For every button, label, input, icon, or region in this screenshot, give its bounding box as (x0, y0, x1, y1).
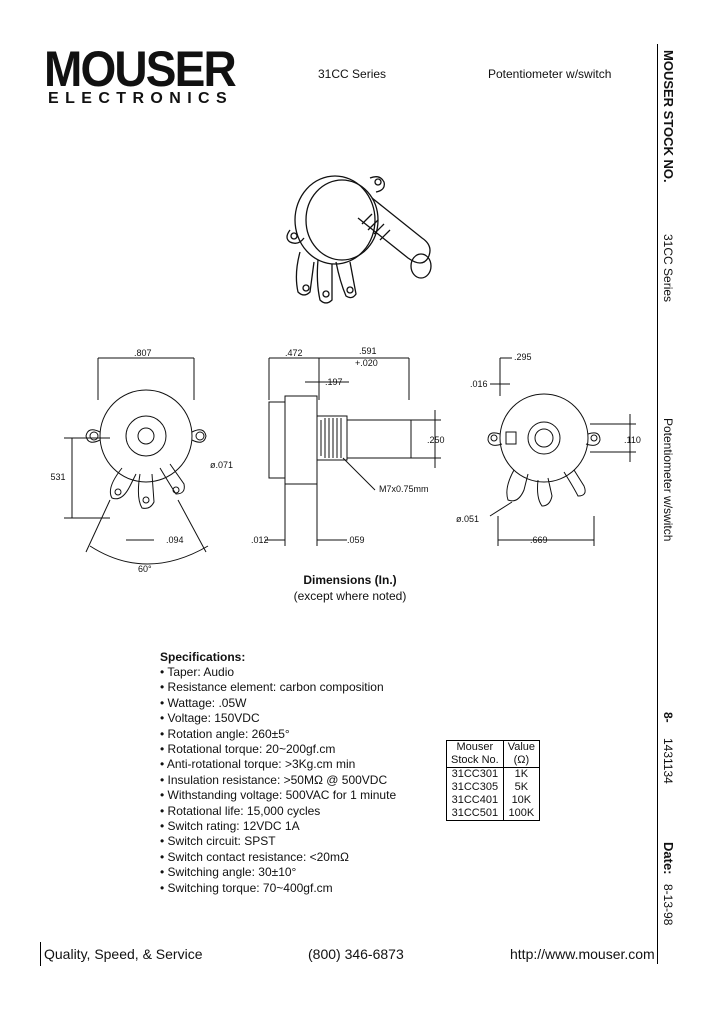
dim-side-shaft-tolerance: +.020 (355, 358, 378, 368)
column-header-line: Stock No. (451, 754, 499, 766)
specifications-title: Specifications: (160, 650, 246, 664)
spec-item: Resistance element: carbon composition (160, 680, 396, 695)
dim-side-bush: .197 (325, 377, 343, 387)
column-header-value: Value (Ω) (502, 740, 541, 768)
spec-item: Voltage: 150VDC (160, 711, 396, 726)
dim-rear-width: .669 (530, 535, 548, 545)
spec-item: Switch contact resistance: <20mΩ (160, 850, 396, 865)
sidebar-date-value: 8-13-98 (661, 884, 675, 926)
logo-subtitle: ELECTRONICS (48, 90, 234, 107)
sidebar-product: Potentiometer w/switch (661, 418, 675, 542)
header-series: 31CC Series (318, 67, 387, 81)
value-cell: 10K (502, 794, 541, 807)
rear-view-drawing: .295 .016 .110 ø.051 .669 (456, 352, 641, 546)
column-header-stock: Mouser Stock No. (446, 740, 504, 768)
stock-number-cell: 31CC401 (446, 794, 504, 807)
table-header-row: Mouser Stock No. Value (Ω) (446, 740, 541, 768)
stock-number-cell: 31CC501 (446, 807, 504, 821)
value-cell: 1K (502, 767, 541, 781)
value-cell: 5K (502, 781, 541, 794)
dimensions-caption: Dimensions (In.) (except where noted) (200, 572, 500, 604)
stock-number-table: Mouser Stock No. Value (Ω) 31CC301 1K 31… (446, 740, 541, 821)
dim-side-flat: .059 (347, 535, 365, 545)
table-row: 31CC401 10K (446, 794, 541, 807)
dim-rear-lug: ø.051 (456, 514, 479, 524)
sidebar-catalog-prefix: 8- (661, 712, 675, 723)
potentiometer-illustration (286, 175, 432, 304)
spec-item: Switching angle: 30±10° (160, 865, 396, 880)
dim-rear-tab: .110 (624, 435, 641, 445)
spec-item: Taper: Audio (160, 665, 396, 680)
dim-front-hole: ø.071 (210, 460, 233, 470)
header-product: Potentiometer w/switch (488, 67, 612, 81)
spec-item: Rotation angle: 260±5° (160, 727, 396, 742)
dimensions-note: (except where noted) (293, 589, 407, 603)
dim-side-gap: .012 (251, 535, 269, 545)
footer-left-rule (40, 942, 41, 966)
sidebar-date-label: Date: (661, 842, 676, 875)
value-cell: 100K (502, 807, 541, 821)
footer-tagline: Quality, Speed, & Service (44, 946, 203, 962)
table-row: 31CC305 5K (446, 781, 541, 794)
dim-front-angle: 60° (138, 564, 152, 574)
spec-item: Switch rating: 12VDC 1A (160, 819, 396, 834)
spec-item: Switching torque: 70~400gf.cm (160, 881, 396, 896)
front-view-drawing: .807 .531 ø.071 .094 60° (50, 348, 233, 574)
spec-item: Anti-rotational torque: >3Kg.cm min (160, 757, 396, 772)
spec-item: Rotational life: 15,000 cycles (160, 804, 396, 819)
sidebar-catalog-number: 1431134 (661, 738, 675, 784)
logo-wordmark: MOUSER (44, 41, 237, 97)
dim-rear-key: .016 (470, 379, 488, 389)
specifications-list: Taper: Audio Resistance element: carbon … (160, 665, 396, 896)
sidebar-stock-label: MOUSER STOCK NO. (661, 50, 676, 183)
sidebar-rule (657, 44, 658, 964)
dim-front-height: .531 (50, 472, 66, 482)
dim-front-pin: .094 (166, 535, 184, 545)
dim-side-thread: M7x0.75mm (379, 484, 429, 494)
footer-phone: (800) 346-6873 (308, 946, 404, 962)
table-row: 31CC301 1K (446, 767, 541, 781)
dim-side-shaft: .591 (359, 346, 377, 356)
stock-number-cell: 31CC305 (446, 781, 504, 794)
table-row: 31CC501 100K (446, 807, 541, 821)
side-view-drawing: .472 .591 +.020 .197 .250 M7x0.75mm .012… (251, 346, 445, 546)
dim-side-depth: .472 (285, 348, 303, 358)
spec-item: Switch circuit: SPST (160, 834, 396, 849)
sidebar-series: 31CC Series (661, 234, 675, 303)
spec-item: Rotational torque: 20~200gf.cm (160, 742, 396, 757)
dim-front-width: .807 (134, 348, 152, 358)
column-header-line: Mouser (456, 741, 494, 753)
dim-rear-offset: .295 (514, 352, 532, 362)
stock-number-cell: 31CC301 (446, 767, 504, 781)
column-header-line: Value (507, 741, 536, 753)
spec-item: Withstanding voltage: 500VAC for 1 minut… (160, 788, 397, 803)
spec-item: Wattage: .05W (160, 696, 396, 711)
dim-side-shaft-dia: .250 (427, 435, 445, 445)
spec-item: Insulation resistance: >50MΩ @ 500VDC (160, 773, 396, 788)
footer-website-link[interactable]: http://www.mouser.com (510, 946, 655, 962)
column-header-line: (Ω) (513, 754, 530, 766)
dimensions-title: Dimensions (In.) (303, 573, 397, 587)
